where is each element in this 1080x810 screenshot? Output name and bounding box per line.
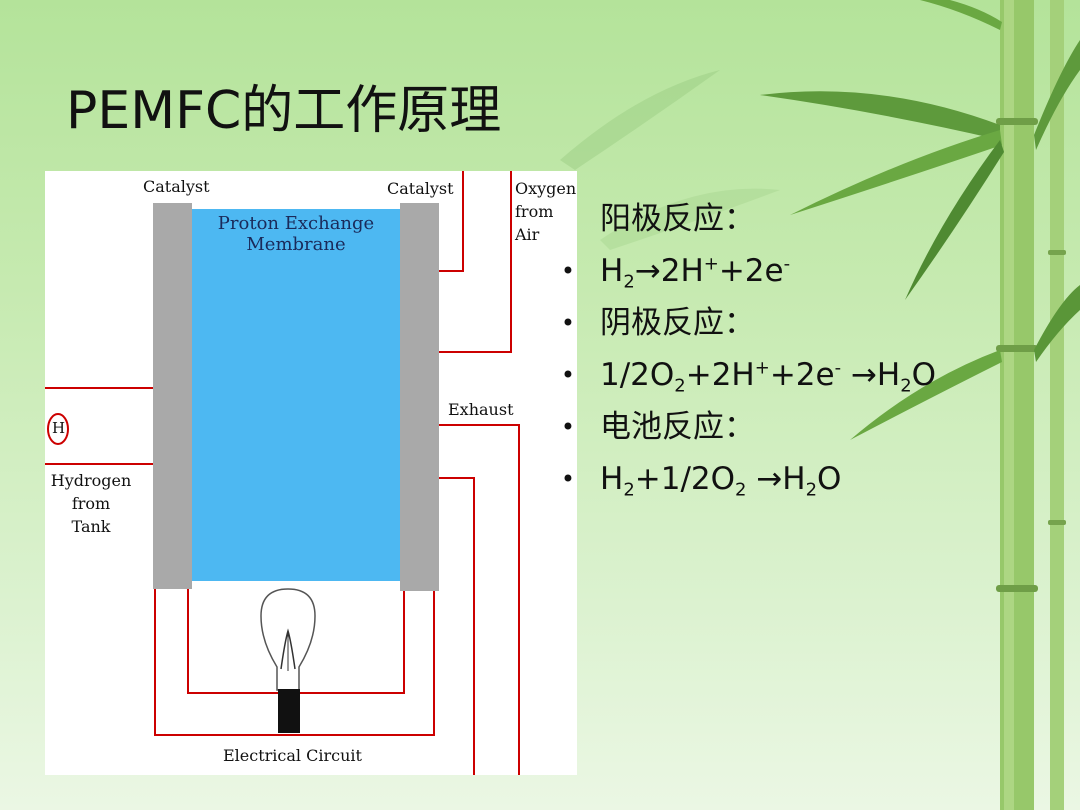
catalyst-right-label: Catalyst [387, 179, 454, 198]
list-item-cell-heading: • 电池反应： [560, 404, 936, 456]
pemfc-schematic [45, 171, 520, 775]
list-item-cathode-equation: • 1/2O2+2H++2e- →H2O [560, 352, 936, 404]
oxygen-label: Oxygen from Air [515, 177, 576, 247]
bullet: • [560, 309, 576, 337]
hydrogen-symbol [47, 413, 69, 445]
membrane-label-line2: Membrane [246, 233, 346, 255]
oxygen-label-line2: from [515, 202, 554, 222]
hydrogen-label-line2: from [71, 494, 111, 514]
catalyst-left-label: Catalyst [143, 177, 210, 196]
bulb-base [278, 689, 300, 733]
list-item-anode-heading: • 阳极反应： [560, 196, 936, 248]
bullet: • [560, 361, 576, 389]
bullet: • [560, 257, 576, 285]
hydrogen-label: Hydrogen from Tank [47, 469, 135, 539]
membrane [192, 209, 400, 581]
circuit-label: Electrical Circuit [223, 746, 362, 765]
cathode-heading: 阴极反应： [600, 305, 755, 341]
hydrogen-label-line1: Hydrogen [50, 471, 132, 490]
bullet: • [560, 465, 576, 493]
cell-heading: 电池反应： [600, 409, 755, 445]
hydrogen-label-line3: Tank [71, 517, 111, 537]
exhaust-label: Exhaust [448, 400, 514, 419]
list-item-anode-equation: • H2→2H++2e- [560, 248, 936, 300]
cell-equation: H2+1/2O2 →H2O [600, 461, 842, 501]
list-item-cell-equation: • H2+1/2O2 →H2O [560, 456, 936, 508]
membrane-label-line1: Proton Exchange [217, 213, 375, 234]
oxygen-label-line1: Oxygen [515, 179, 577, 198]
anode-heading: 阳极反应： [600, 201, 755, 237]
anode-equation: H2→2H++2e- [600, 253, 791, 293]
cathode-equation: 1/2O2+2H++2e- →H2O [600, 357, 937, 397]
list-item-cathode-heading: • 阴极反应： [560, 300, 936, 352]
cathode-electrode [400, 203, 439, 591]
membrane-label: Proton Exchange Membrane [205, 213, 387, 255]
reaction-list: • 阳极反应： • H2→2H++2e- • 阴极反应： • 1/2O2+2H+… [560, 196, 936, 508]
bullet: • [560, 413, 576, 441]
hydrogen-symbol-label: H [52, 419, 66, 437]
pemfc-diagram: Catalyst Catalyst Proton Exchange Membra… [45, 171, 577, 775]
page-title: PEMFC的工作原理 [66, 81, 502, 141]
oxygen-label-line3: Air [515, 225, 540, 245]
anode-electrode [153, 203, 192, 589]
